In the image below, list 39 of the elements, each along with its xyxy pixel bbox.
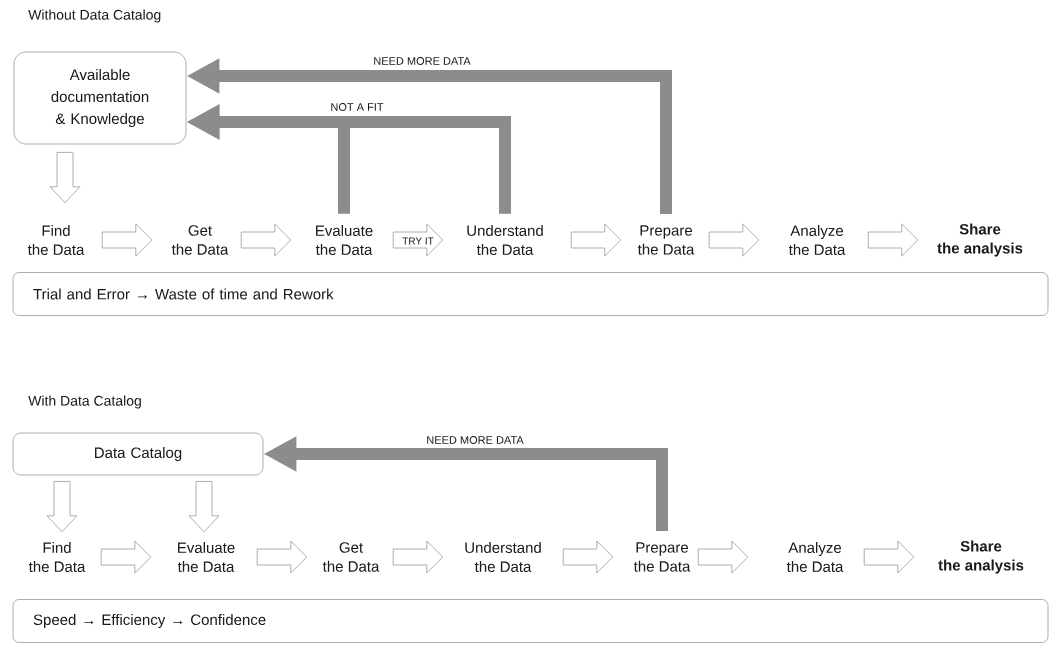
block-arrow	[570, 223, 622, 257]
block-arrow	[708, 223, 760, 257]
step-label: Understand the Data	[465, 542, 541, 572]
edge-label: TRY IT	[402, 237, 434, 245]
block-arrow	[392, 540, 444, 574]
block-arrow	[100, 540, 152, 574]
block-arrow	[867, 223, 919, 257]
edge-label: NEED MORE DATA	[427, 436, 524, 444]
block-arrow	[240, 223, 292, 257]
edge-label: NEED MORE DATA	[374, 57, 471, 65]
rounded-box: Data Catalog	[12, 432, 264, 476]
edge-label: NOT A FIT	[331, 103, 384, 111]
block-arrow	[863, 540, 915, 574]
step-label: Prepare the Data	[637, 225, 695, 255]
step-label: Analyze the Data	[786, 542, 844, 572]
step-label: Find the Data	[27, 225, 85, 255]
step-label: Get the Data	[171, 225, 229, 255]
block-arrow	[49, 152, 81, 204]
block-arrow	[697, 540, 749, 574]
block-arrow	[392, 223, 444, 257]
summary-band: Speed → Efficiency → Confidence	[12, 599, 1049, 643]
step-label: Get the Data	[322, 542, 380, 572]
step-label: Share the analysis	[938, 540, 1024, 574]
summary-band: Trial and Error → Waste of time and Rework	[12, 272, 1049, 316]
step-label: Understand the Data	[467, 225, 543, 255]
block-arrow	[188, 481, 220, 533]
block-arrow	[46, 481, 78, 533]
block-arrow	[562, 540, 614, 574]
step-label: Evaluate the Data	[315, 225, 373, 255]
block-arrow	[256, 540, 308, 574]
step-label: Prepare the Data	[633, 542, 691, 572]
section-heading: With Data Catalog	[28, 395, 141, 409]
section-heading: Without Data Catalog	[28, 9, 161, 23]
rounded-box: Available documentation & Knowledge	[13, 51, 187, 145]
step-label: Find the Data	[28, 542, 86, 572]
block-arrow	[101, 223, 153, 257]
step-label: Share the analysis	[937, 223, 1023, 257]
step-label: Analyze the Data	[788, 225, 846, 255]
step-label: Evaluate the Data	[177, 542, 235, 572]
